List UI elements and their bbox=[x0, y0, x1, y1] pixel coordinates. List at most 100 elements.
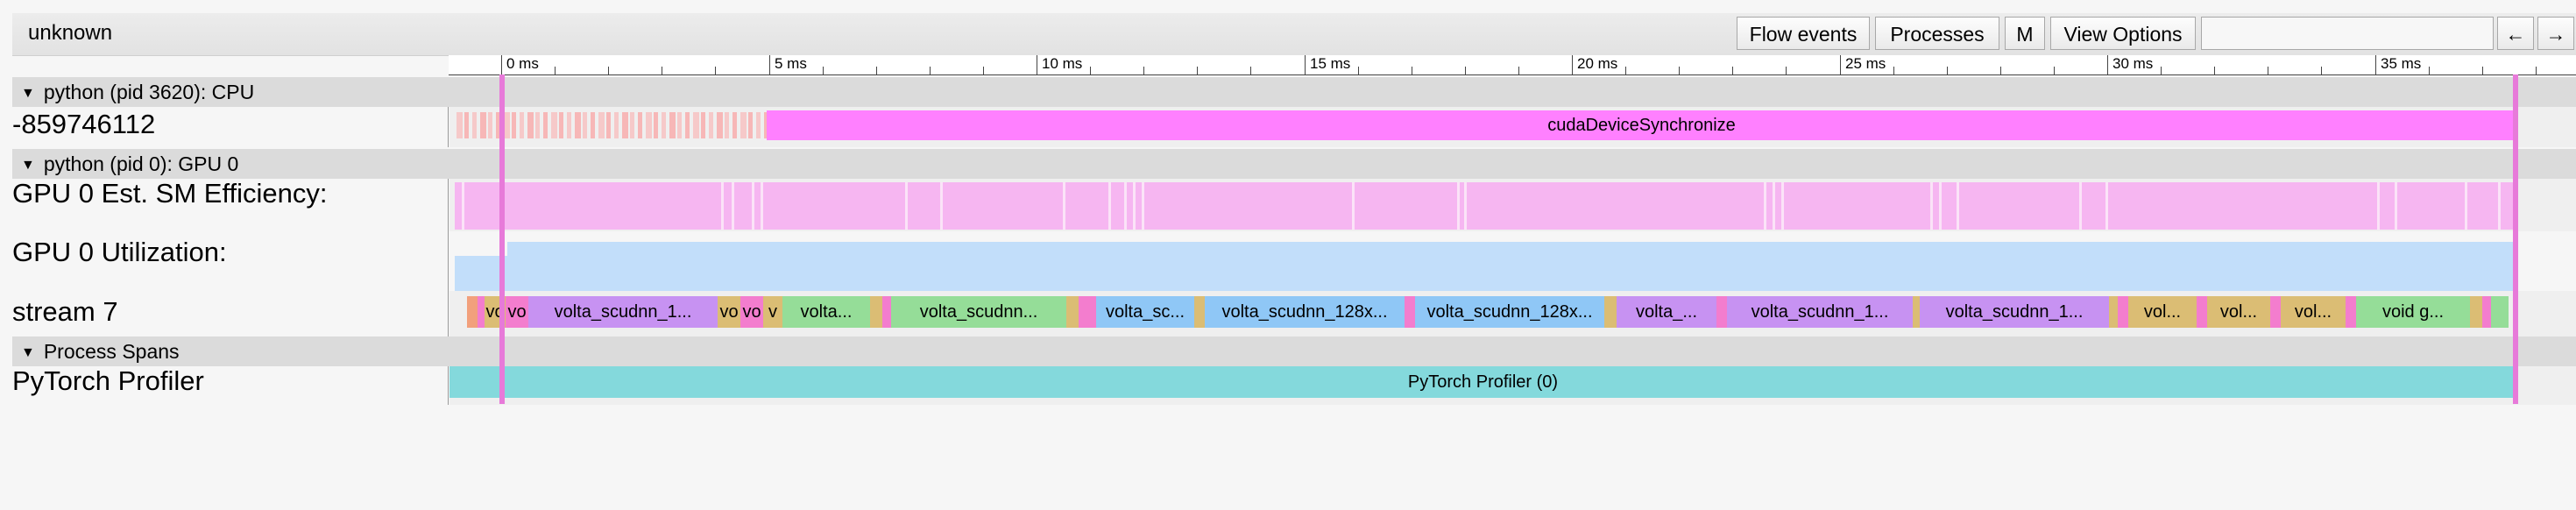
kernel-event[interactable] bbox=[2270, 296, 2281, 328]
kernel-event[interactable]: volta_scudnn_1... bbox=[1920, 296, 2109, 328]
cpu-launch-stripe[interactable] bbox=[685, 112, 690, 138]
kernel-event[interactable] bbox=[2109, 296, 2118, 328]
cpu-launch-stripe[interactable] bbox=[748, 112, 753, 138]
cpu-launch-stripe[interactable] bbox=[669, 112, 676, 138]
cpu-launch-stripe[interactable] bbox=[472, 112, 477, 138]
kernel-event[interactable] bbox=[882, 296, 891, 328]
cpu-launch-stripe[interactable] bbox=[575, 112, 581, 138]
kernel-event[interactable] bbox=[1716, 296, 1727, 328]
cpu-launch-stripe[interactable] bbox=[654, 112, 658, 138]
kernel-event[interactable]: vo bbox=[718, 296, 740, 328]
cpu-launch-stripe[interactable] bbox=[496, 112, 500, 138]
kernel-event[interactable] bbox=[1066, 296, 1079, 328]
time-ruler[interactable]: 0 ms 5 ms 10 ms 15 ms 20 ms 25 ms 30 ms … bbox=[449, 55, 2576, 75]
cpu-launch-stripe[interactable] bbox=[464, 112, 469, 138]
cpu-launch-stripe[interactable] bbox=[520, 112, 524, 138]
cpu-launch-stripe[interactable] bbox=[677, 112, 682, 138]
event-pytorch-profiler-span[interactable]: PyTorch Profiler (0) bbox=[449, 366, 2516, 398]
kernel-event[interactable]: volta_sc... bbox=[1096, 296, 1194, 328]
kernel-event[interactable] bbox=[2118, 296, 2128, 328]
kernel-event[interactable]: volta_scudnn_1... bbox=[1727, 296, 1913, 328]
cpu-launch-stripe[interactable] bbox=[614, 112, 619, 138]
kernel-event[interactable]: volta_scudnn_128x... bbox=[1415, 296, 1604, 328]
minor-tick bbox=[2161, 67, 2162, 74]
section-header-process-spans[interactable]: ▼Process Spans bbox=[12, 336, 2576, 366]
kernel-event[interactable] bbox=[2491, 296, 2509, 328]
kernel-event[interactable] bbox=[2470, 296, 2482, 328]
m-button[interactable]: M bbox=[2005, 17, 2045, 50]
collapse-triangle-icon[interactable]: ▼ bbox=[21, 344, 35, 360]
kernel-event[interactable] bbox=[478, 296, 485, 328]
kernel-event[interactable]: vo bbox=[740, 296, 763, 328]
kernel-event[interactable]: vol... bbox=[2281, 296, 2346, 328]
cpu-launch-stripe[interactable] bbox=[756, 112, 761, 138]
cpu-launch-stripe[interactable] bbox=[709, 112, 713, 138]
minor-tick bbox=[876, 67, 877, 74]
kernel-event[interactable]: v bbox=[763, 296, 782, 328]
sm-efficiency-gap bbox=[1773, 182, 1775, 230]
cpu-launch-stripe[interactable] bbox=[732, 112, 737, 138]
flow-events-button[interactable]: Flow events bbox=[1737, 17, 1870, 50]
kernel-event[interactable] bbox=[2482, 296, 2491, 328]
minor-tick bbox=[555, 67, 556, 74]
range-end-marker[interactable] bbox=[2513, 74, 2518, 404]
cpu-launch-stripe[interactable] bbox=[591, 112, 595, 138]
cpu-launch-stripe[interactable] bbox=[717, 112, 723, 138]
cpu-launch-stripe[interactable] bbox=[740, 112, 747, 138]
kernel-event[interactable] bbox=[1405, 296, 1415, 328]
cpu-launch-stripe[interactable] bbox=[512, 112, 516, 138]
cpu-launch-stripe[interactable] bbox=[567, 112, 571, 138]
kernel-event[interactable] bbox=[1913, 296, 1920, 328]
section-header-cpu[interactable]: ▼python (pid 3620): CPU bbox=[12, 77, 2576, 107]
next-result-button[interactable]: → bbox=[2537, 17, 2574, 50]
cpu-launch-stripe[interactable] bbox=[456, 112, 463, 138]
kernel-event[interactable] bbox=[2346, 296, 2356, 328]
kernel-event[interactable]: vo bbox=[506, 296, 528, 328]
view-options-button[interactable]: View Options bbox=[2050, 17, 2196, 50]
kernel-event[interactable] bbox=[467, 296, 478, 328]
cpu-launch-stripe[interactable] bbox=[693, 112, 699, 138]
cpu-launch-stripe[interactable] bbox=[630, 112, 634, 138]
cpu-launch-stripe[interactable] bbox=[488, 112, 492, 138]
cpu-launch-stripe[interactable] bbox=[480, 112, 486, 138]
cpu-launch-stripe[interactable] bbox=[527, 112, 534, 138]
cpu-launch-stripe[interactable] bbox=[598, 112, 605, 138]
cpu-launch-stripe[interactable] bbox=[583, 112, 587, 138]
kernel-event[interactable]: volta... bbox=[782, 296, 870, 328]
kernel-event[interactable] bbox=[2197, 296, 2207, 328]
kernel-event[interactable]: void g... bbox=[2356, 296, 2470, 328]
cpu-launch-stripe[interactable] bbox=[559, 112, 563, 138]
kernel-event[interactable] bbox=[1079, 296, 1096, 328]
kernel-event[interactable] bbox=[1604, 296, 1617, 328]
kernel-event[interactable]: volta_scudnn_128x... bbox=[1205, 296, 1405, 328]
search-input[interactable] bbox=[2201, 17, 2494, 50]
processes-button[interactable]: Processes bbox=[1875, 17, 1999, 50]
range-start-marker[interactable] bbox=[499, 74, 505, 404]
cpu-launch-stripe[interactable] bbox=[606, 112, 611, 138]
kernel-event[interactable] bbox=[870, 296, 882, 328]
kernel-event[interactable] bbox=[1194, 296, 1205, 328]
cpu-launch-stripe[interactable] bbox=[543, 112, 548, 138]
cpu-launch-stripe[interactable] bbox=[504, 112, 510, 138]
cpu-launch-stripe[interactable] bbox=[662, 112, 666, 138]
cpu-launch-stripe[interactable] bbox=[535, 112, 540, 138]
section-header-gpu[interactable]: ▼python (pid 0): GPU 0 bbox=[12, 149, 2576, 179]
cpu-launch-stripe[interactable] bbox=[638, 112, 642, 138]
kernel-event[interactable]: volta_scudnn... bbox=[891, 296, 1066, 328]
kernel-event[interactable]: vol... bbox=[2207, 296, 2270, 328]
cpu-launch-stripe[interactable] bbox=[701, 112, 705, 138]
major-tick bbox=[1840, 55, 1841, 74]
minor-tick bbox=[2429, 67, 2430, 74]
collapse-triangle-icon[interactable]: ▼ bbox=[21, 85, 35, 101]
event-cuda-device-synchronize[interactable]: cudaDeviceSynchronize bbox=[767, 110, 2516, 140]
kernel-event[interactable]: volta_... bbox=[1617, 296, 1716, 328]
cpu-launch-stripe[interactable] bbox=[646, 112, 652, 138]
tick-label: 20 ms bbox=[1577, 55, 1618, 72]
prev-result-button[interactable]: ← bbox=[2497, 17, 2534, 50]
cpu-launch-stripe[interactable] bbox=[551, 112, 557, 138]
kernel-event[interactable]: vol... bbox=[2128, 296, 2197, 328]
cpu-launch-stripe[interactable] bbox=[622, 112, 628, 138]
kernel-event[interactable]: volta_scudnn_1... bbox=[528, 296, 718, 328]
cpu-launch-stripe[interactable] bbox=[725, 112, 729, 138]
collapse-triangle-icon[interactable]: ▼ bbox=[21, 157, 35, 173]
